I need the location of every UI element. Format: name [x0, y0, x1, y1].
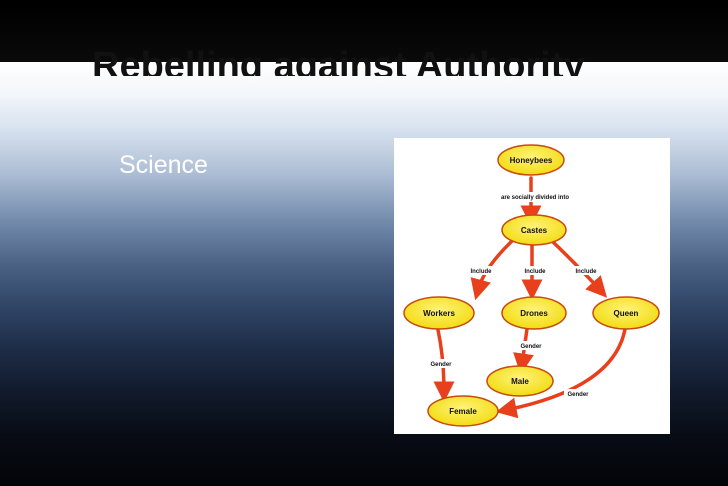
node-drones: Drones	[501, 296, 567, 330]
arrow-queen-female	[495, 327, 627, 419]
node-male: Male	[486, 365, 554, 397]
edge-label-include-queen: Include	[575, 269, 597, 275]
node-female-label: Female	[449, 407, 477, 416]
node-honeybees-label: Honeybees	[510, 156, 553, 165]
edge-label-gender-drones: Gender	[520, 344, 542, 350]
node-castes-label: Castes	[521, 226, 548, 235]
edge-label-gender-queen: Gender	[567, 392, 589, 398]
node-queen: Queen	[592, 296, 660, 330]
edge-label-include-workers: Include	[470, 269, 492, 275]
title-area: Rebelling against Authority	[0, 0, 728, 76]
slide-top-band	[0, 0, 728, 62]
node-female: Female	[427, 395, 499, 427]
arrow-castes-queen	[550, 239, 608, 298]
arrow-castes-workers	[470, 239, 514, 301]
node-honeybees: Honeybees	[497, 144, 565, 176]
bullet-science: Science	[119, 151, 208, 179]
node-male-label: Male	[511, 377, 529, 386]
slide-title: Rebelling against Authority	[92, 47, 585, 76]
edge-label-socially-divided: are socially divided into	[501, 195, 569, 201]
node-workers: Workers	[403, 296, 475, 330]
node-queen-label: Queen	[614, 309, 639, 318]
node-workers-label: Workers	[423, 309, 455, 318]
node-drones-label: Drones	[520, 309, 548, 318]
node-castes: Castes	[501, 214, 567, 246]
concept-map-svg: Honeybees Castes Workers Drones Queen Ma…	[403, 144, 660, 427]
edge-label-gender-workers: Gender	[430, 362, 452, 368]
honeybee-concept-map: Honeybees Castes Workers Drones Queen Ma…	[394, 138, 670, 434]
edge-label-include-drones: Include	[524, 269, 546, 275]
